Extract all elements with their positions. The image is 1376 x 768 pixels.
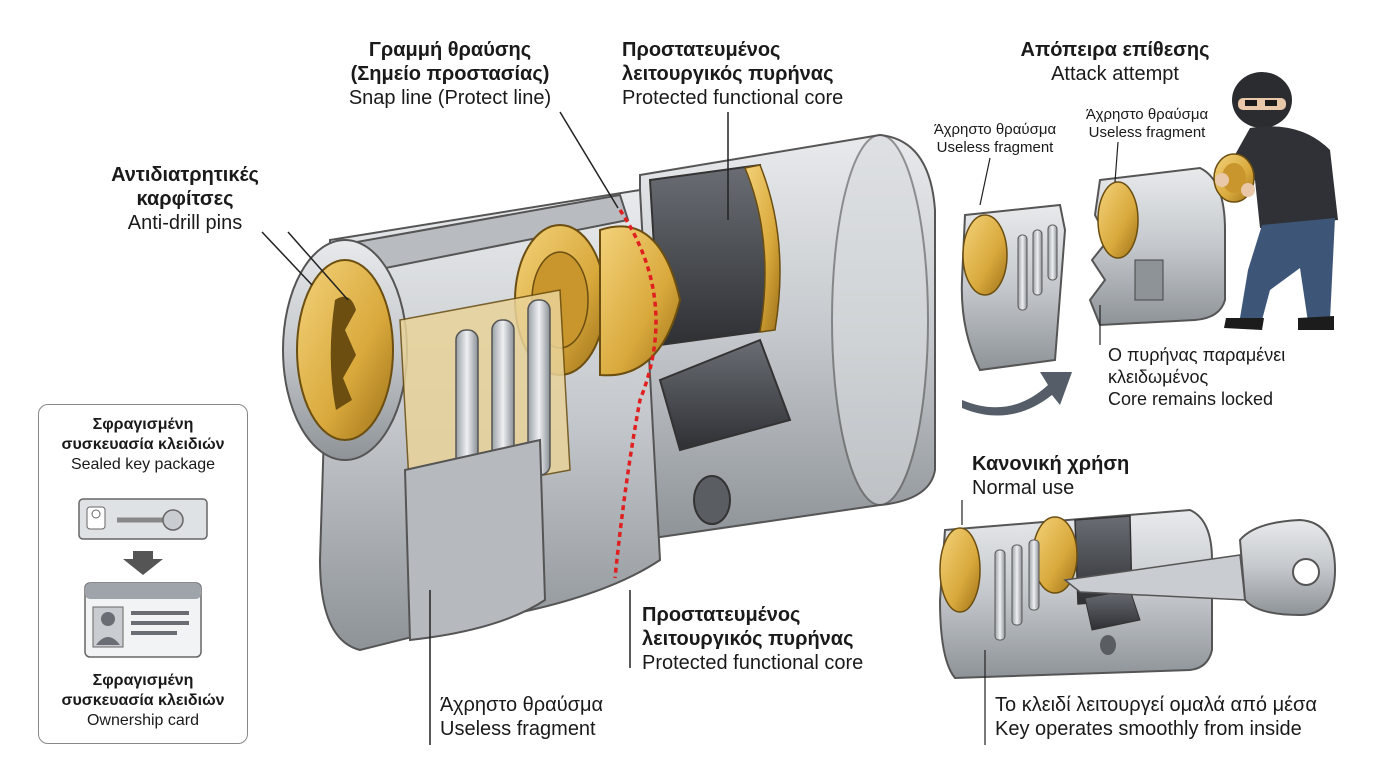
attack-fragment-right-gr: Άχρηστο θραύσμα [1085,106,1209,123]
useless-fragment-main-label: Άχρηστο θραύσμα Useless fragment [440,693,660,741]
normal-use-label: Κανονική χρήση Normal use [972,452,1192,500]
attack-label-gr: Απόπειρα επίθεσης [1020,39,1210,61]
protected-core-top-gr1: Προστατευμένος [622,39,781,61]
attack-fragment-left-label: Άχρηστο θραύσμα Useless fragment [920,121,1070,157]
attack-label: Απόπειρα επίθεσης Attack attempt [1000,38,1230,86]
snap-line-label-gr1: Γραμμή θραύσης [368,39,532,61]
anti-drill-en: Anti-drill pins [127,212,243,234]
anti-drill-gr2: καρφίτσες [136,188,234,210]
key-package-card: Σφραγισμένη συσκευασία κλειδιών Sealed k… [38,404,248,744]
protected-core-bottom-gr1: Προστατευμένος [642,604,801,626]
main-cylinder [282,133,936,652]
card-top-en: Sealed key package [70,456,216,473]
arrow-down-icon [123,551,163,575]
key-smooth-gr: Το κλειδί λειτουργεί ομαλά από μέσα [995,694,1317,716]
protected-core-bottom-en: Protected functional core [642,652,864,674]
card-top-text: Σφραγισμένη συσκευασία κλειδιών Sealed k… [39,415,247,475]
protected-core-top-en: Protected functional core [622,87,844,109]
key-smooth-label: Το κλειδί λειτουργεί ομαλά από μέσα Key … [995,693,1355,741]
card-bottom-text: Σφραγισμένη συσκευασία κλειδιών Ownershi… [39,671,247,731]
snap-line-marker [613,209,658,579]
attack-scene [960,72,1338,416]
snap-line-label-en: Snap line (Protect line) [348,87,552,109]
protected-core-bottom-label: Προστατευμένος λειτουργικός πυρήνας Prot… [642,603,902,675]
normal-use-scene [938,500,1337,745]
card-illustration [78,498,208,658]
card-bottom-en: Ownership card [86,712,200,729]
useless-fragment-main-gr: Άχρηστο θραύσμα [440,694,604,716]
normal-use-en: Normal use [972,477,1075,499]
attack-label-en: Attack attempt [1051,63,1179,85]
card-bottom-gr2: συσκευασία κλειδιών [61,692,225,709]
anti-drill-gr1: Αντιδιατρητικές [111,164,259,186]
core-locked-gr2: κλειδωμένος [1108,367,1209,387]
attack-fragment-left-gr: Άχρηστο θραύσμα [933,121,1057,138]
normal-use-gr: Κανονική χρήση [972,453,1130,475]
core-locked-gr1: Ο πυρήνας παραμένει [1108,345,1286,365]
card-top-gr1: Σφραγισμένη [92,416,194,433]
protected-core-top-gr2: λειτουργικός πυρήνας [622,63,834,85]
card-bottom-gr1: Σφραγισμένη [92,672,194,689]
protected-core-bottom-gr2: λειτουργικός πυρήνας [642,628,854,650]
core-locked-en: Core remains locked [1108,389,1274,409]
anti-drill-label: Αντιδιατρητικές καρφίτσες Anti-drill pin… [95,163,275,235]
attack-fragment-left-en: Useless fragment [936,139,1054,156]
leader-lines [261,111,729,745]
attack-fragment-right-label: Άχρηστο θραύσμα Useless fragment [1072,106,1222,142]
core-locked-label: Ο πυρήνας παραμένει κλειδωμένος Core rem… [1108,344,1328,410]
burglar-figure [1213,72,1338,330]
attack-fragment-right-en: Useless fragment [1088,124,1206,141]
key-smooth-en: Key operates smoothly from inside [995,718,1302,740]
useless-fragment-main-en: Useless fragment [440,718,596,740]
protected-core-top-label: Προστατευμένος λειτουργικός πυρήνας Prot… [622,38,882,110]
snap-line-label: Γραμμή θραύσης (Σημείο προστασίας) Snap … [320,38,580,110]
snap-line-label-gr2: (Σημείο προστασίας) [350,63,550,85]
card-top-gr2: συσκευασία κλειδιών [61,436,225,453]
